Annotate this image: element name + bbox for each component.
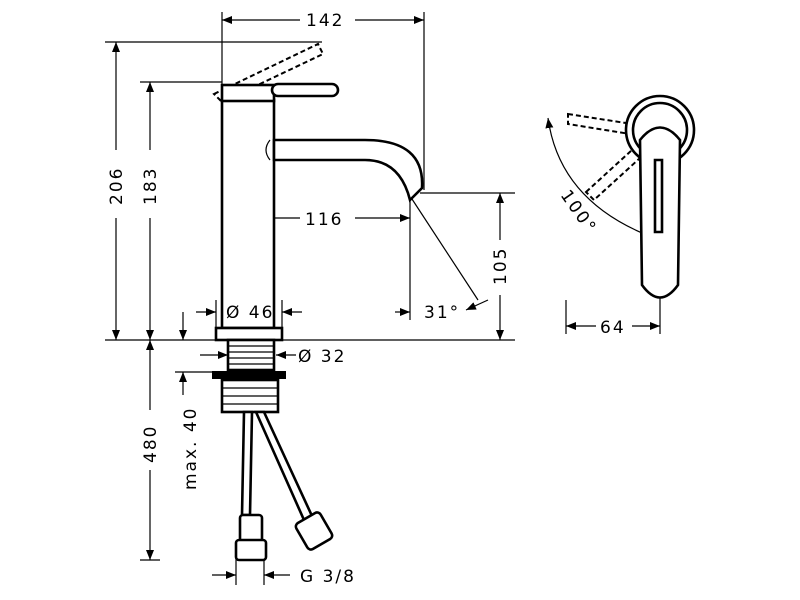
extension-lines (105, 12, 661, 585)
dimension-labels: 142 206 183 116 105 31° Ø 46 Ø 32 480 ma… (107, 11, 626, 587)
dim-depth-64: 64 (600, 318, 626, 338)
dim-max-40: max. 40 (181, 407, 201, 490)
faucet-front-view (212, 42, 424, 562)
dim-diameter-32: Ø 32 (298, 347, 346, 367)
dim-length-480: 480 (141, 425, 161, 463)
dimension-lines (112, 16, 661, 579)
dim-height-183: 183 (141, 167, 161, 205)
dim-thread-g38: G 3/8 (300, 567, 356, 587)
dim-height-105: 105 (491, 247, 511, 285)
dim-width-142: 142 (306, 11, 344, 31)
dim-diameter-46: Ø 46 (226, 303, 274, 323)
faucet-side-view (567, 94, 696, 299)
dim-reach-116: 116 (305, 210, 343, 230)
dim-height-206: 206 (107, 167, 127, 205)
dim-angle-31: 31° (424, 303, 460, 323)
